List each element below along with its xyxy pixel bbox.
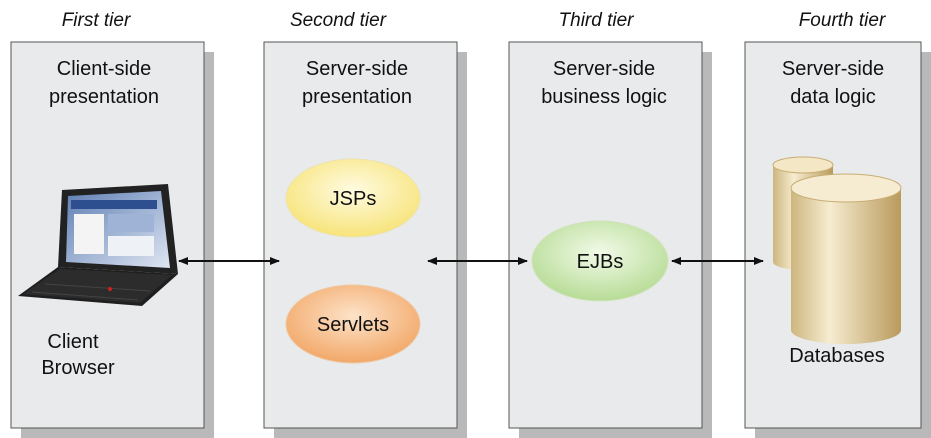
heading-fourth-line2: data logic — [790, 86, 876, 108]
servlets-node: Servlets — [285, 284, 421, 364]
ejbs-label: EJBs — [577, 251, 624, 273]
laptop-icon — [18, 184, 178, 306]
heading-first-line1: Client-side — [57, 58, 151, 80]
tier-label-fourth: Fourth tier — [799, 10, 886, 31]
client-label-line1: Client — [47, 331, 99, 353]
tier-label-second: Second tier — [290, 10, 387, 31]
heading-third-line2: business logic — [541, 86, 667, 108]
database-icon — [772, 156, 902, 344]
tier-label-first: First tier — [62, 10, 131, 31]
heading-first-line2: presentation — [49, 86, 159, 108]
heading-second-line2: presentation — [302, 86, 412, 108]
tier-label-third: Third tier — [559, 10, 635, 31]
client-label-line2: Browser — [41, 357, 115, 379]
ejbs-node: EJBs — [531, 220, 669, 302]
heading-third-line1: Server-side — [553, 58, 655, 80]
jsps-node: JSPs — [285, 158, 421, 238]
jsps-label: JSPs — [330, 188, 377, 210]
heading-second-line1: Server-side — [306, 58, 408, 80]
heading-fourth-line1: Server-side — [782, 58, 884, 80]
servlets-label: Servlets — [317, 314, 389, 336]
databases-label: Databases — [789, 345, 885, 367]
